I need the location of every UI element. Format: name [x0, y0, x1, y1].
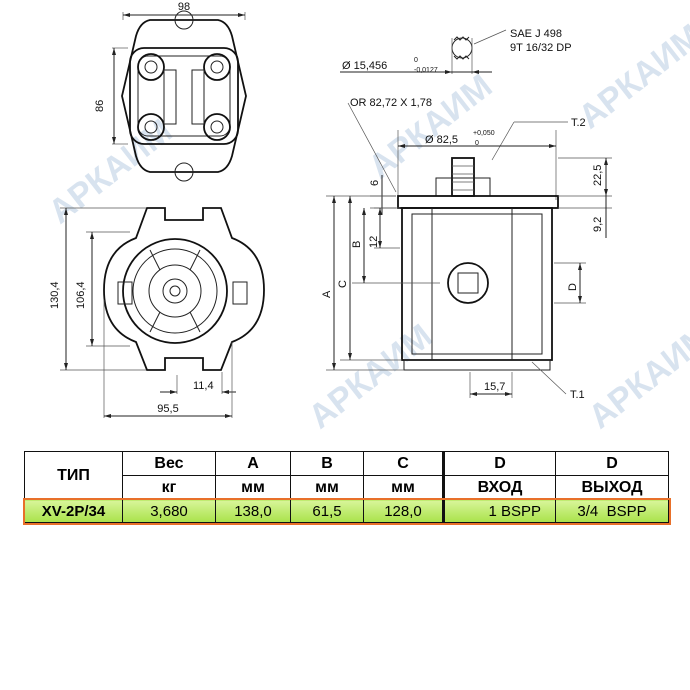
dim-11-4: 11,4 [193, 380, 214, 392]
col-header-a: A [215, 451, 291, 476]
table-header-row: ТИП Вес A B C D D [24, 451, 669, 500]
shaft-diameter: Ø 15,456 [342, 60, 387, 72]
dim-22-5: 22,5 [592, 165, 604, 186]
table-row: XV-2P/34 3,680 138,0 61,5 128,0 1 BSPP 3… [22, 497, 671, 525]
cell-type: XV-2P/34 [24, 499, 123, 523]
cell-c: 128,0 [363, 499, 444, 523]
dim-height-106-4: 106,4 [75, 281, 87, 309]
dim-9-2: 9,2 [592, 217, 604, 232]
col-unit-c: мм [363, 475, 444, 500]
dim-width-98: 98 [178, 1, 190, 13]
col-label-outlet: ВЫХОД [555, 475, 669, 500]
side-view: SAE J 498 9T 16/32 DP Ø 15,456 0 -0,0127… [321, 28, 612, 401]
spec-table-wrapper: ТИП Вес A B C D D кг мм мм мм ВХОД ВЫХОД… [22, 451, 671, 525]
watermark: АРКАИМ [302, 317, 440, 436]
col-unit-b: мм [290, 475, 364, 500]
cell-d-inlet: 1 BSPP [442, 499, 556, 523]
watermark: АРКАИМ [572, 17, 690, 136]
dim-b: B [351, 241, 363, 248]
cell-a: 138,0 [215, 499, 291, 523]
spline-teeth-label: 9T 16/32 DP [510, 42, 572, 54]
dim-d: D [567, 283, 579, 291]
col-header-d-inlet: D [442, 451, 556, 476]
spline-standard-label: SAE J 498 [510, 28, 562, 40]
top-view: 98 86 [94, 1, 247, 182]
dim-width-95-5: 95,5 [157, 403, 178, 415]
port-t1-label: T.1 [570, 389, 585, 401]
technical-drawing: АРКАИМ АРКАИМ АРКАИМ АРКАИМ АРКАИМ 98 86 [42, 1, 690, 436]
dim-12: 12 [368, 236, 380, 248]
watermark: АРКАИМ [582, 317, 690, 436]
cell-b: 61,5 [290, 499, 364, 523]
col-unit-weight: кг [122, 475, 216, 500]
watermark: АРКАИМ [362, 67, 500, 186]
front-view: 130,4 106,4 11,4 95,5 [49, 207, 265, 418]
col-unit-a: мм [215, 475, 291, 500]
col-header-c: C [363, 451, 444, 476]
dim-height-130-4: 130,4 [49, 281, 61, 309]
oring-label: OR 82,72 X 1,78 [350, 97, 432, 109]
cell-d-outlet: 3/4 BSPP [555, 499, 669, 523]
col-header-b: B [290, 451, 364, 476]
col-header-weight: Вес [122, 451, 216, 476]
shaft-tol-lower: -0,0127 [414, 67, 438, 74]
dim-15-7: 15,7 [484, 381, 505, 393]
cell-weight: 3,680 [122, 499, 216, 523]
pilot-tol-upper: +0,050 [473, 130, 495, 137]
col-header-d-outlet: D [555, 451, 669, 476]
pilot-diameter: Ø 82,5 [425, 134, 458, 146]
col-header-type: ТИП [24, 451, 123, 500]
shaft-tol-upper: 0 [414, 57, 418, 64]
col-label-inlet: ВХОД [442, 475, 556, 500]
spec-table: ТИП Вес A B C D D кг мм мм мм ВХОД ВЫХОД… [22, 451, 671, 525]
table-subheader-row: кг мм мм мм ВХОД ВЫХОД [25, 475, 669, 500]
dim-6: 6 [369, 180, 381, 186]
dim-a: A [321, 290, 333, 298]
pilot-tol-lower: 0 [475, 140, 479, 147]
dim-c: C [337, 280, 349, 288]
port-t2-label: T.2 [571, 117, 586, 129]
dim-height-86: 86 [94, 100, 106, 112]
